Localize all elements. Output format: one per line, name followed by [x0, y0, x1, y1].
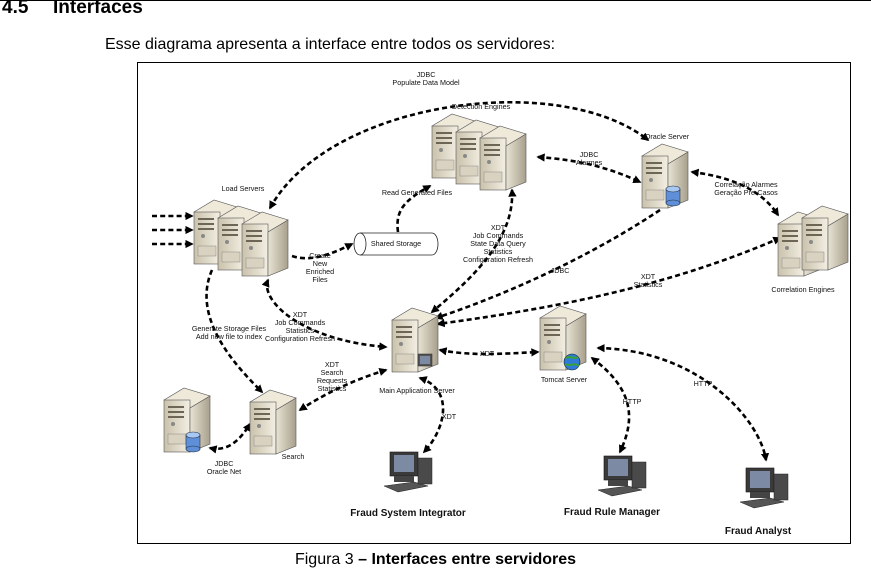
- fraud-system-integrator-label: Fraud System Integrator: [350, 508, 466, 519]
- intro-text: Esse diagrama apresenta a interface entr…: [105, 36, 556, 53]
- correlation-engines-label: Correlation Engines: [771, 285, 835, 294]
- edge-xdt-search: [298, 367, 388, 412]
- fraud-rule-manager-icon: [597, 455, 647, 497]
- main-app-server-label: Main Application Server: [379, 386, 455, 395]
- edge-generate-storage: [205, 269, 264, 394]
- edge-xdt-integrator: [418, 376, 445, 454]
- fraud-rule-manager-label: Fraud Rule Manager: [564, 507, 660, 518]
- search-label: Search: [282, 452, 305, 461]
- tomcat-server-icon: [539, 305, 587, 371]
- fraud-analyst-icon: [739, 467, 789, 509]
- main-app-server-icon: [391, 307, 439, 373]
- detection-engines-label: Detection Engines: [452, 102, 511, 111]
- edge-xdt-statistics: [436, 236, 782, 328]
- correlation-engines-icon: [777, 205, 849, 277]
- edge-jdbc-populate: [268, 100, 650, 210]
- load-servers-icon: [193, 199, 289, 277]
- edge-label-read-generated: Read Generated Files: [382, 188, 453, 197]
- edge-create-files: [291, 242, 354, 260]
- shared-storage-icon: [353, 232, 439, 256]
- edge-label-xdt-integrator: XDT: [442, 412, 457, 421]
- section-title: Interfaces: [53, 0, 143, 18]
- caption-title: – Interfaces entre servidores: [353, 551, 577, 568]
- section-number: 4.5: [2, 0, 29, 18]
- fraud-analyst-label: Fraud Analyst: [725, 526, 792, 537]
- edge-xdt-load: [261, 278, 388, 351]
- caption-prefix: Figura 3: [294, 551, 354, 568]
- edge-jdbc-main: [434, 208, 661, 320]
- heading-rule: [0, 0, 871, 1]
- oracle-server-icon: [641, 143, 689, 209]
- figure-caption: Figura 3 – Interfaces entre servidores: [0, 551, 871, 569]
- search-server-icon: [249, 389, 297, 455]
- tomcat-server-label: Tomcat Server: [541, 375, 588, 384]
- edge-read-generated: [396, 184, 432, 233]
- edge-jdbc-alarmes: [536, 153, 642, 184]
- edge-correlacao: [690, 168, 780, 217]
- edge-label-http-rule: HTTP: [623, 397, 642, 406]
- detection-engines-icon: [431, 113, 527, 191]
- edge-jdbc-oracle-net: [208, 422, 252, 454]
- diagram-frame: [137, 62, 851, 544]
- oracle-net-server-icon: [163, 387, 211, 453]
- load-servers-label: Load Servers: [222, 184, 265, 193]
- edge-xdt-tomcat: [438, 347, 540, 357]
- edge-label-jdbc-main: JDBC: [551, 266, 570, 275]
- edge-http-analyst: [596, 343, 770, 462]
- fraud-system-integrator-icon: [383, 451, 433, 493]
- edge-label-xdt-tomcat: XDT: [480, 349, 495, 358]
- shared-storage-label: Shared Storage: [371, 239, 421, 248]
- edge-label-http-analyst: HTTP: [694, 379, 713, 388]
- oracle-server-label: Oracle Server: [645, 132, 690, 141]
